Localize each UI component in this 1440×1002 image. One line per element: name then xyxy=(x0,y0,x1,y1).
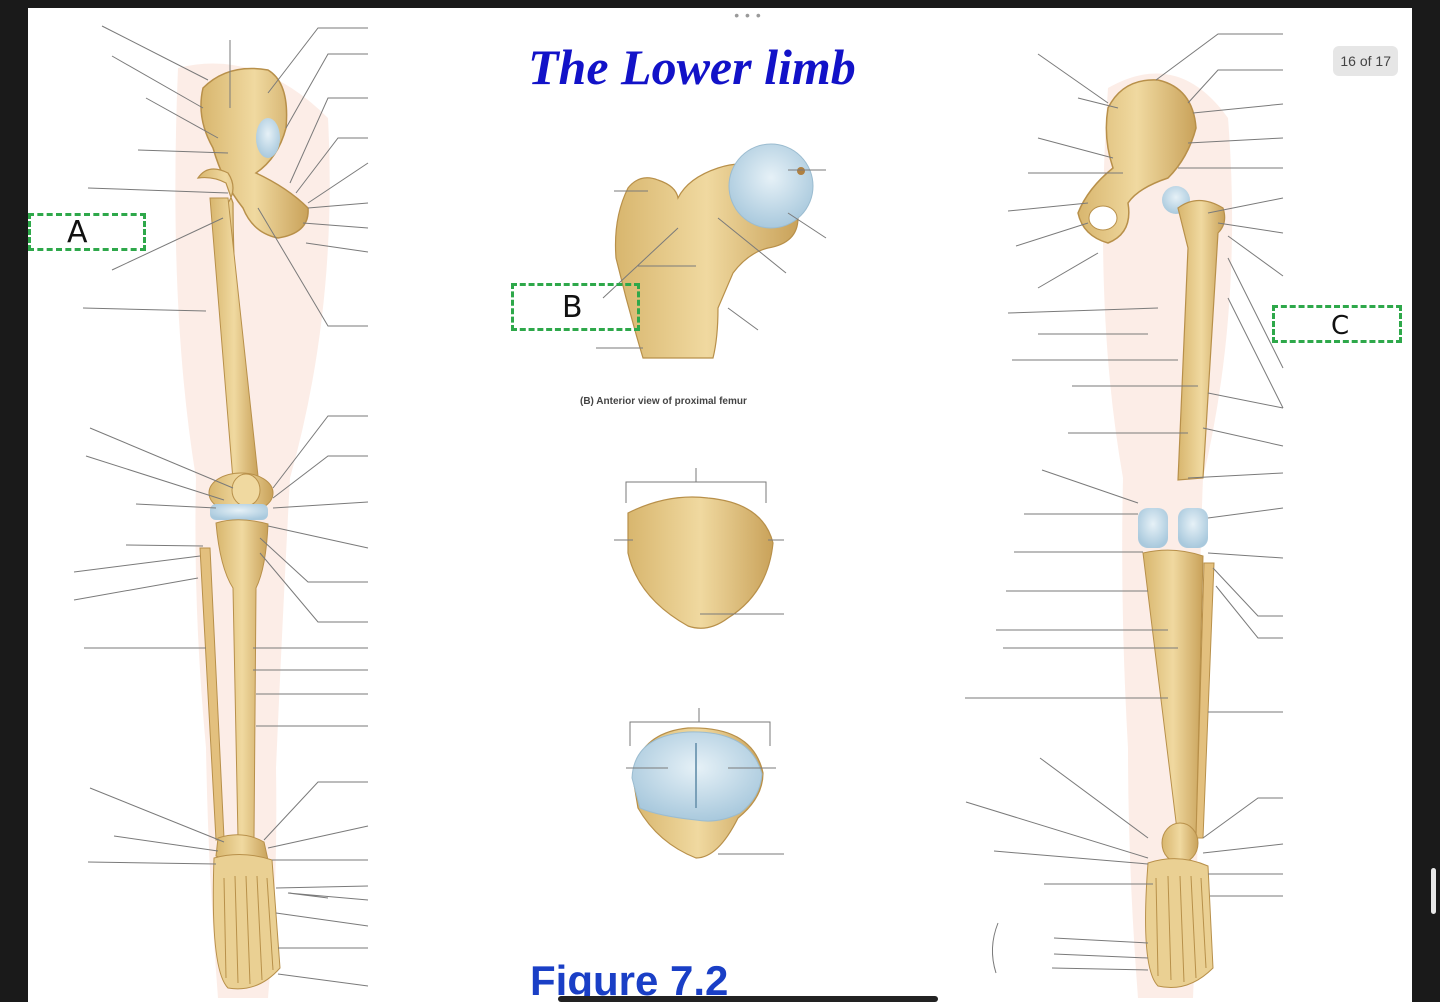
knee-cartilage-right-lateral xyxy=(1178,508,1208,548)
obturator-foramen-right xyxy=(1088,205,1118,231)
more-dots-icon[interactable]: • • • xyxy=(734,8,762,23)
slide-title: The Lower limb xyxy=(528,39,856,95)
knee-cartilage-right-medial xyxy=(1138,508,1168,548)
scrollbar-thumb[interactable] xyxy=(1431,868,1436,914)
patella-bracket-anterior xyxy=(614,468,784,615)
posterior-limb-figure xyxy=(1077,73,1233,999)
answer-box-b[interactable]: B xyxy=(511,283,640,331)
answer-box-c[interactable]: C xyxy=(1272,305,1402,343)
patella-anterior-figure xyxy=(614,468,784,629)
toe-lines-left xyxy=(223,875,274,985)
answer-box-c-label: C xyxy=(1331,311,1350,341)
toe-lines-right xyxy=(1155,875,1207,983)
lower-limb-illustration xyxy=(73,25,1284,999)
page-counter: 16 of 17 xyxy=(1333,46,1398,76)
fovea-capitis xyxy=(797,167,805,175)
leader-lines-right xyxy=(965,33,1284,974)
hip-bone-anterior xyxy=(200,67,309,239)
figure-caption: (B) Anterior view of proximal femur xyxy=(580,396,747,407)
calcaneus-right xyxy=(1161,822,1199,864)
foot-posterior xyxy=(1145,858,1214,988)
patella-posterior-figure xyxy=(626,708,784,859)
femur-posterior xyxy=(1177,199,1226,481)
anterior-limb-figure xyxy=(175,63,330,999)
figure-label: Figure 7.2 xyxy=(530,957,729,1002)
answer-box-b-label: B xyxy=(562,290,583,325)
patella-left xyxy=(231,473,261,507)
slide-page: • • • The Lower limb 16 of 17 (B) Anteri… xyxy=(28,8,1412,1002)
foot-anterior xyxy=(212,854,281,990)
leader-lines-femur xyxy=(596,169,827,349)
hip-bone-posterior xyxy=(1077,79,1197,244)
acetabulum-left xyxy=(256,118,280,158)
femoral-head xyxy=(728,143,814,229)
answer-box-a[interactable]: A xyxy=(28,213,146,251)
tibia-anterior xyxy=(215,519,269,839)
patella-bracket-posterior xyxy=(626,708,784,855)
patella-anterior xyxy=(627,496,774,629)
answer-box-a-label: A xyxy=(67,215,88,250)
knee-cartilage-left xyxy=(210,504,268,520)
proximal-femur-figure xyxy=(596,143,827,359)
leader-lines-left xyxy=(73,25,369,987)
home-indicator-bar[interactable] xyxy=(558,996,938,1002)
